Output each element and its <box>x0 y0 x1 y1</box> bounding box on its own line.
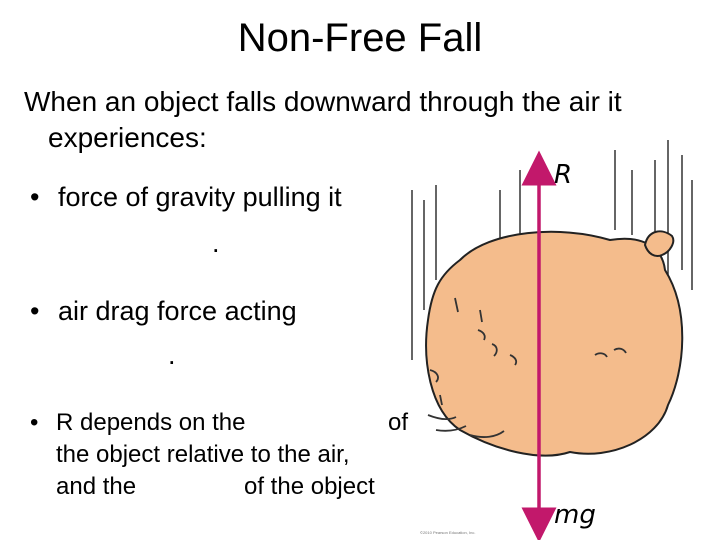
bullet-gravity: • force of gravity pulling it <box>30 180 342 214</box>
bullet-r-line-3a: and the <box>56 473 137 500</box>
drag-marks <box>427 297 627 438</box>
bullet-drag: • air drag force acting <box>30 294 297 328</box>
bullet-drag-text: air drag force acting <box>58 296 297 326</box>
falling-sack-figure <box>411 140 693 540</box>
bullet-gravity-period: . <box>212 228 220 258</box>
bullet-drag-period: . <box>168 340 176 370</box>
slide-title: Non-Free Fall <box>237 16 483 60</box>
bullet-dot: • <box>30 409 39 436</box>
r-force-label: R <box>554 160 573 190</box>
intro-text: When an object falls downward through th… <box>24 84 714 156</box>
speed-lines <box>411 140 693 360</box>
bullet-dot: • <box>30 296 40 326</box>
bullet-r-line-1a: R depends on the <box>56 409 246 436</box>
bullet-r-line-2: the object relative to the air, <box>56 441 350 468</box>
bullet-dot: • <box>30 182 40 212</box>
intro-line-1: When an object falls downward through th… <box>24 86 622 117</box>
sack-body <box>425 230 684 457</box>
sack-knot <box>643 230 675 257</box>
image-credit: ©2010 Pearson Education, Inc. <box>420 530 476 535</box>
mg-force-label: mg <box>554 500 596 530</box>
bullet-r-line-1b: of <box>388 409 409 436</box>
bullet-r-line-3b: of the object <box>244 473 375 500</box>
bullet-gravity-text: force of gravity pulling it <box>58 182 342 212</box>
intro-line-2: experiences: <box>48 122 207 153</box>
